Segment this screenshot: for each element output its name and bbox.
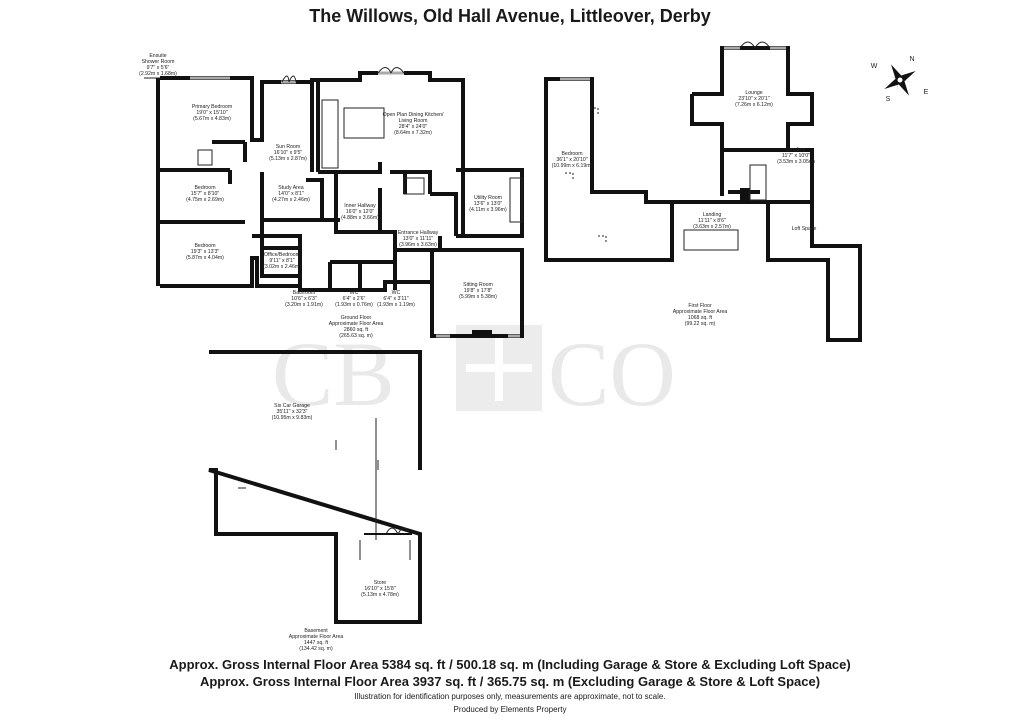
watermark-right: CO xyxy=(548,323,676,425)
gross-area-including: Approx. Gross Internal Floor Area 5384 s… xyxy=(169,657,851,672)
disclaimer: Illustration for identification purposes… xyxy=(354,692,666,701)
credit: Produced by Elements Property xyxy=(453,705,567,714)
ground-floor xyxy=(144,67,524,338)
fireplace xyxy=(472,330,492,338)
watermark-left: CB xyxy=(272,323,395,425)
stair-block xyxy=(740,188,750,202)
compass-e: E xyxy=(924,89,929,96)
watermark-box xyxy=(456,325,542,411)
watermark: CB CO xyxy=(272,323,676,425)
label-loft-space: Loft Space xyxy=(792,226,817,232)
compass-s: S xyxy=(886,96,891,103)
compass-icon xyxy=(884,64,916,96)
compass-w: W xyxy=(871,63,878,70)
page-title: The Willows, Old Hall Avenue, Littleover… xyxy=(309,6,711,26)
basement xyxy=(208,350,422,624)
compass-n: N xyxy=(909,56,914,63)
first-floor xyxy=(544,41,862,342)
gross-area-excluding: Approx. Gross Internal Floor Area 3937 s… xyxy=(199,674,821,689)
